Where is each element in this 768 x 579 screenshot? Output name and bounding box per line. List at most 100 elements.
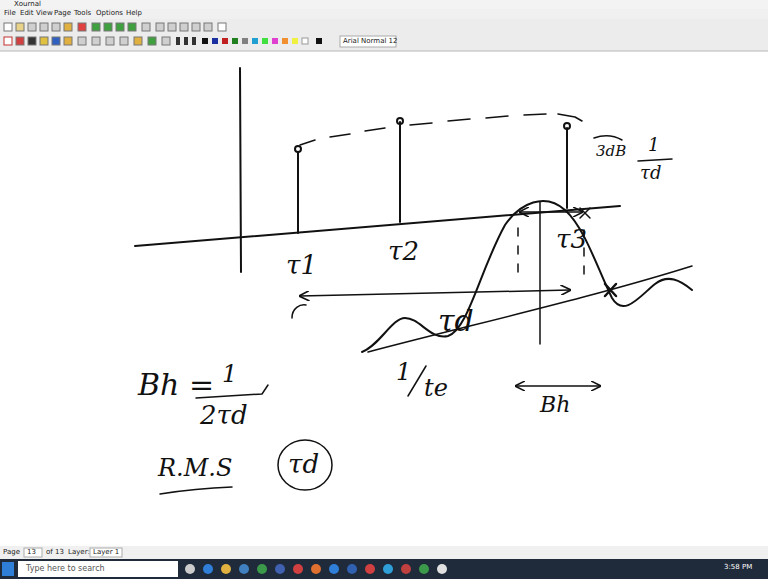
stroke xyxy=(120,37,128,45)
delay-spread: τd xyxy=(438,306,474,336)
stroke xyxy=(564,123,570,129)
stroke xyxy=(92,23,100,31)
stroke xyxy=(212,38,218,44)
rms-label: R.M.S xyxy=(158,456,232,480)
taskbar-icons xyxy=(185,564,447,574)
stroke xyxy=(383,564,393,574)
stroke xyxy=(16,37,24,45)
stroke xyxy=(292,38,298,44)
delay-spread-arrow xyxy=(300,290,570,296)
clock: 3:58 PM xyxy=(724,564,752,571)
stroke xyxy=(28,23,36,31)
delay-spike xyxy=(566,128,568,208)
numerator: 1 xyxy=(396,360,411,384)
stroke xyxy=(275,564,285,574)
stroke xyxy=(64,23,72,31)
menu-item: Page xyxy=(54,10,71,17)
page-canvas xyxy=(0,52,768,547)
stroke xyxy=(232,38,238,44)
stroke xyxy=(78,37,86,45)
stroke xyxy=(437,564,447,574)
bandwidth-arrow xyxy=(516,385,600,387)
status-text: of 13 xyxy=(46,549,64,556)
bandwidth-label: Bh xyxy=(540,394,570,416)
stroke xyxy=(204,23,212,31)
stroke xyxy=(64,37,72,45)
taskbar xyxy=(0,559,768,579)
stroke xyxy=(292,305,306,318)
stroke xyxy=(365,564,375,574)
stroke xyxy=(106,37,114,45)
stroke xyxy=(401,564,411,574)
title-bar xyxy=(0,0,768,9)
delay-spread: τd xyxy=(288,451,319,477)
x-axis xyxy=(135,206,620,246)
stroke xyxy=(329,564,339,574)
stroke xyxy=(282,38,288,44)
stroke xyxy=(262,38,268,44)
stroke xyxy=(52,37,60,45)
stroke xyxy=(302,38,308,44)
stroke xyxy=(184,37,188,45)
stroke xyxy=(116,23,124,31)
menu-item: Help xyxy=(126,10,142,17)
stroke xyxy=(239,564,249,574)
stroke xyxy=(185,564,195,574)
stroke xyxy=(156,23,164,31)
status-text: Layer: xyxy=(68,549,90,556)
menu-item: Options xyxy=(96,10,123,17)
stroke xyxy=(218,23,226,31)
stroke xyxy=(203,564,213,574)
stroke xyxy=(104,23,112,31)
stroke xyxy=(28,37,36,45)
stroke xyxy=(16,23,24,31)
stroke xyxy=(148,37,156,45)
handwriting xyxy=(135,68,692,494)
y-axis xyxy=(240,68,241,272)
stroke xyxy=(40,37,48,45)
stroke xyxy=(202,38,208,44)
stroke xyxy=(419,564,429,574)
toolbar xyxy=(0,19,768,51)
delay-label: τ3 xyxy=(556,226,587,252)
numerator: 1 xyxy=(648,136,659,154)
menu-item: Edit xyxy=(20,10,34,17)
circle-mark xyxy=(278,440,332,490)
search-box xyxy=(18,561,178,577)
window-title: Xournal xyxy=(14,1,41,8)
stroke xyxy=(222,38,228,44)
stroke xyxy=(272,38,278,44)
menu-item: Tools xyxy=(74,10,91,17)
delay-spike xyxy=(297,152,299,233)
stroke xyxy=(517,228,519,272)
layer-box xyxy=(90,548,122,557)
start-button xyxy=(2,562,14,576)
stroke xyxy=(78,23,86,31)
menu-bar xyxy=(0,9,768,19)
delay-spike xyxy=(399,122,401,222)
bandwidth-formula: Bh = xyxy=(138,370,214,400)
font-name: Arial Normal 12 xyxy=(343,38,398,45)
stroke xyxy=(347,564,357,574)
layer-name: Layer 1 xyxy=(93,549,119,556)
stroke xyxy=(520,211,582,213)
stroke xyxy=(176,37,180,45)
stroke xyxy=(293,564,303,574)
stroke xyxy=(192,23,200,31)
stroke xyxy=(192,37,196,45)
stroke xyxy=(168,23,176,31)
status-bar xyxy=(0,546,768,559)
search-placeholder: Type here to search xyxy=(26,565,105,573)
db-label: 3dB xyxy=(596,144,626,159)
stroke xyxy=(142,23,150,31)
stroke xyxy=(242,38,248,44)
denominator: 2τd xyxy=(200,402,248,428)
stroke xyxy=(397,118,403,124)
stroke xyxy=(180,23,188,31)
toolbar-edge xyxy=(0,51,768,52)
stroke xyxy=(594,136,622,140)
menu-item: View xyxy=(36,10,53,17)
